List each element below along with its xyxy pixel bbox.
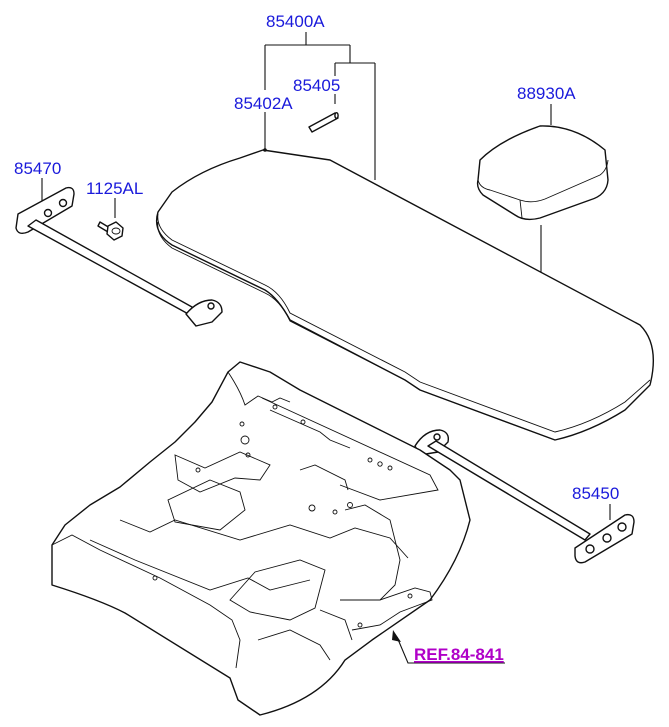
bolt-1125AL[interactable] [97, 221, 124, 241]
luggage-board[interactable] [155, 148, 655, 441]
floor-panel[interactable] [51, 361, 471, 716]
label-85405[interactable]: 85405 [293, 76, 340, 95]
label-85400A[interactable]: 85400A [266, 12, 325, 31]
bracket-85470[interactable] [15, 186, 223, 327]
pin-85405[interactable] [308, 111, 339, 133]
pad-88930A[interactable] [476, 125, 609, 221]
label-1125AL[interactable]: 1125AL [86, 179, 143, 198]
bracket-85450[interactable] [414, 429, 635, 564]
label-85402A[interactable]: 85402A [234, 94, 293, 113]
leader-lines [41, 32, 611, 664]
label-85450[interactable]: 85450 [572, 484, 619, 503]
label-88930A[interactable]: 88930A [517, 84, 576, 103]
reference-link[interactable]: REF.84-841 [414, 645, 504, 664]
label-85470[interactable]: 85470 [14, 159, 61, 178]
